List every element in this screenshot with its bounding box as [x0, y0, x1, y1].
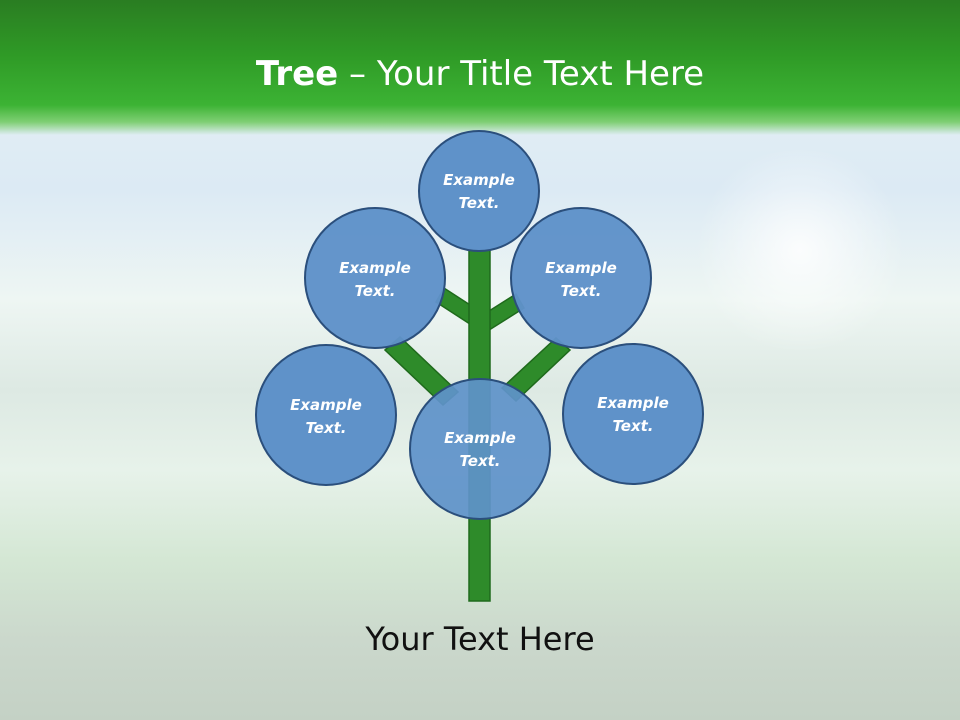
node-label-line1: Example	[597, 394, 669, 412]
node-label-line1: Example	[443, 171, 515, 189]
slide-caption: Your Text Here	[365, 620, 595, 658]
tree-node-upper-left[interactable]: Example Text.	[304, 207, 446, 349]
tree-node-upper-right[interactable]: Example Text.	[510, 207, 652, 349]
light-glow	[690, 150, 910, 350]
title-bold: Tree	[255, 54, 339, 94]
node-label-line2: Text.	[612, 417, 653, 435]
tree-node-top[interactable]: Example Text.	[418, 130, 540, 252]
node-label-line1: Example	[545, 259, 617, 277]
tree-node-center[interactable]: Example Text.	[409, 378, 551, 520]
node-label-line2: Text.	[459, 452, 500, 470]
node-label-line1: Example	[290, 396, 362, 414]
node-label-line1: Example	[444, 429, 516, 447]
node-label-line2: Text.	[354, 282, 395, 300]
tree-node-lower-right[interactable]: Example Text.	[562, 343, 704, 485]
node-label-line1: Example	[339, 259, 411, 277]
tree-node-lower-left[interactable]: Example Text.	[255, 344, 397, 486]
slide-title: Tree – Your Title Text Here	[0, 52, 960, 96]
node-label-line2: Text.	[305, 419, 346, 437]
title-rest: – Your Title Text Here	[338, 54, 705, 94]
node-label-line2: Text.	[560, 282, 601, 300]
node-label-line2: Text.	[458, 194, 499, 212]
header-band	[0, 0, 960, 135]
